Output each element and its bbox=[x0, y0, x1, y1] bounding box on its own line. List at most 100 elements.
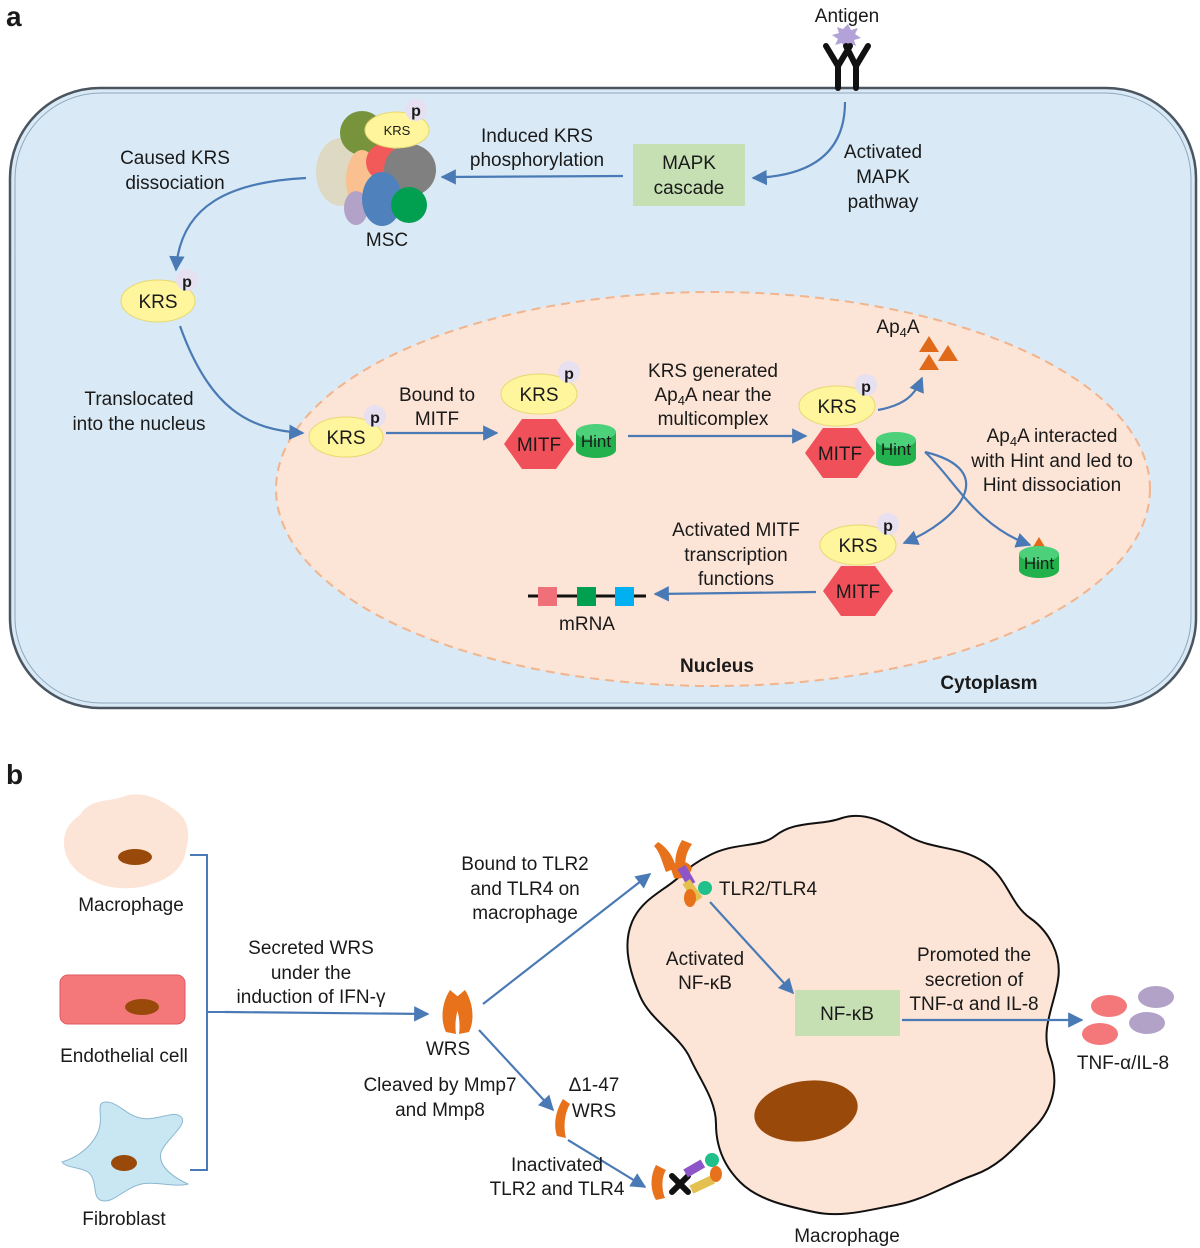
svg-text:KRS: KRS bbox=[838, 536, 877, 557]
svg-text:MAPK: MAPK bbox=[856, 167, 910, 188]
svg-text:KRS generated: KRS generated bbox=[648, 361, 778, 382]
arrow-krs-to-nucleus bbox=[178, 325, 305, 440]
svg-text:MITF: MITF bbox=[517, 435, 561, 456]
delta-wrs-label-2: WRS bbox=[572, 1101, 616, 1122]
svg-text:p: p bbox=[182, 274, 192, 291]
activated-mapk-label: Activated MAPK pathway bbox=[844, 142, 922, 213]
secreted-wrs-label-3: induction of IFN-γ bbox=[237, 987, 386, 1008]
svg-text:KRS: KRS bbox=[138, 292, 177, 313]
delta-wrs-label-1: Δ1-47 bbox=[569, 1075, 620, 1096]
wrs-tlr-complex-icon bbox=[654, 840, 712, 907]
arrow-antigen-to-mapk bbox=[751, 101, 847, 186]
bound-tlr-label-3: macrophage bbox=[472, 903, 578, 924]
bound-tlr-label-2: and TLR4 on bbox=[470, 879, 580, 900]
svg-text:pathway: pathway bbox=[848, 192, 919, 213]
krs-generated-label: KRS generated Ap4A near the multicomplex bbox=[648, 361, 778, 430]
arrow-msc-to-krs bbox=[169, 176, 307, 272]
secreted-wrs-label-2: under the bbox=[271, 963, 351, 984]
svg-text:MITF: MITF bbox=[836, 582, 880, 603]
bound-tlr-label-1: Bound to TLR2 bbox=[461, 854, 588, 875]
ap4a-label: Ap4A bbox=[876, 317, 919, 340]
cytoplasm-cell-inner-line bbox=[14, 92, 1192, 704]
tlr-label: TLR2/TLR4 bbox=[719, 879, 818, 900]
fibroblast-cell bbox=[61, 1101, 190, 1202]
arrow-complex2-to-ap4a bbox=[877, 376, 924, 412]
promoted-label-2: secretion of bbox=[925, 970, 1024, 991]
svg-text:p: p bbox=[564, 366, 574, 383]
caused-krs-label-2: dissociation bbox=[125, 173, 224, 194]
svg-text:Hint: Hint bbox=[881, 440, 912, 459]
msc-label: MSC bbox=[366, 230, 408, 251]
svg-text:Hint: Hint bbox=[581, 432, 612, 451]
activated-mitf-label-1: Activated MITF bbox=[672, 520, 800, 541]
bound-mitf-label-1: Bound to bbox=[399, 385, 475, 406]
svg-text:p: p bbox=[883, 518, 893, 535]
macrophage-source-label: Macrophage bbox=[78, 895, 184, 916]
msc-multicomplex: KRS p bbox=[316, 99, 436, 226]
svg-text:p: p bbox=[411, 103, 421, 120]
caused-krs-label-1: Caused KRS bbox=[120, 148, 230, 169]
arrow-mitf-to-mrna bbox=[653, 586, 817, 602]
macrophage-source-cell bbox=[64, 794, 189, 889]
krs-mitf-hint-complex-1: MITF Hint p KRS bbox=[500, 361, 616, 469]
mrna-strand bbox=[528, 587, 646, 606]
tnf-il8-label: TNF-α/IL-8 bbox=[1077, 1053, 1169, 1074]
mapk-cascade-label-1: MAPK bbox=[662, 153, 716, 174]
ap4a-interacted-label: Ap4A interacted with Hint and led to Hin… bbox=[970, 426, 1133, 496]
translocated-label-2: into the nucleus bbox=[72, 414, 205, 435]
nucleus bbox=[275, 291, 1151, 687]
arrow-delta-wrs-to-inactive-tlr bbox=[567, 1139, 647, 1188]
promoted-label-3: TNF-α and IL-8 bbox=[909, 994, 1038, 1015]
arrow-mapk-to-msc bbox=[440, 169, 624, 185]
svg-text:KRS: KRS bbox=[519, 385, 558, 406]
svg-text:Hint dissociation: Hint dissociation bbox=[983, 475, 1121, 496]
promoted-label-1: Promoted the bbox=[917, 945, 1031, 966]
svg-text:p: p bbox=[370, 410, 380, 427]
krs-mitf-hint-complex-2: MITF Hint p KRS bbox=[798, 374, 916, 478]
cleaved-label-2: and Mmp8 bbox=[395, 1100, 485, 1121]
delta-wrs-icon bbox=[555, 1099, 570, 1138]
translocated-label-1: Translocated bbox=[84, 389, 193, 410]
arrow-cells-to-wrs bbox=[224, 1006, 430, 1022]
cytokine-ovals bbox=[1082, 986, 1174, 1045]
induced-krs-label-2: phosphorylation bbox=[470, 150, 604, 171]
endothelial-cell-label: Endothelial cell bbox=[60, 1046, 188, 1067]
source-cells-bracket bbox=[190, 854, 225, 1171]
wrs-label: WRS bbox=[426, 1039, 470, 1060]
mapk-cascade-label-2: cascade bbox=[654, 178, 725, 199]
inactivated-label-1: Inactivated bbox=[511, 1155, 603, 1176]
antigen-label: Antigen bbox=[815, 6, 879, 27]
krs-nuclear: p KRS bbox=[308, 405, 386, 458]
krs-free-phosphorylated: p KRS bbox=[120, 269, 198, 323]
secreted-wrs-label-1: Secreted WRS bbox=[248, 938, 374, 959]
nfkb-box bbox=[795, 990, 900, 1036]
arrow-complex2-to-complex3 bbox=[902, 450, 968, 545]
activated-nfkb-label-2: NF-κB bbox=[678, 973, 732, 994]
svg-text:KRS: KRS bbox=[817, 397, 856, 418]
antigen-icon bbox=[832, 24, 861, 49]
svg-text:KRS: KRS bbox=[326, 428, 365, 449]
endothelial-cell bbox=[59, 974, 186, 1025]
nucleus-label: Nucleus bbox=[680, 656, 754, 677]
cytoplasm-label: Cytoplasm bbox=[940, 673, 1037, 694]
svg-text:with Hint and led to: with Hint and led to bbox=[970, 451, 1133, 472]
arrow-tlr-to-nfkb bbox=[709, 901, 795, 995]
svg-text:Activated: Activated bbox=[844, 142, 922, 163]
macrophage-big-label: Macrophage bbox=[794, 1226, 900, 1247]
arrow-hint-dissociation bbox=[924, 451, 1032, 548]
svg-text:Ap4A near the: Ap4A near the bbox=[654, 385, 771, 408]
svg-text:Ap4A interacted: Ap4A interacted bbox=[987, 426, 1118, 449]
arrow-wrs-to-delta-wrs bbox=[478, 1029, 555, 1112]
inactivated-label-2: TLR2 and TLR4 bbox=[490, 1179, 625, 1200]
wrs-protein-icon bbox=[442, 990, 473, 1034]
fibroblast-label: Fibroblast bbox=[82, 1209, 166, 1230]
svg-text:p: p bbox=[861, 379, 871, 396]
arrow-wrs-to-tlr bbox=[482, 873, 652, 1005]
panel-b-tag: b bbox=[6, 759, 23, 790]
bound-mitf-label-2: MITF bbox=[415, 409, 459, 430]
panel-a-tag: a bbox=[6, 1, 22, 32]
antibody-receptor-icon bbox=[823, 43, 871, 91]
krs-mitf-complex-3: MITF p KRS bbox=[819, 513, 899, 616]
cleaved-label-1: Cleaved by Mmp7 bbox=[363, 1075, 516, 1096]
